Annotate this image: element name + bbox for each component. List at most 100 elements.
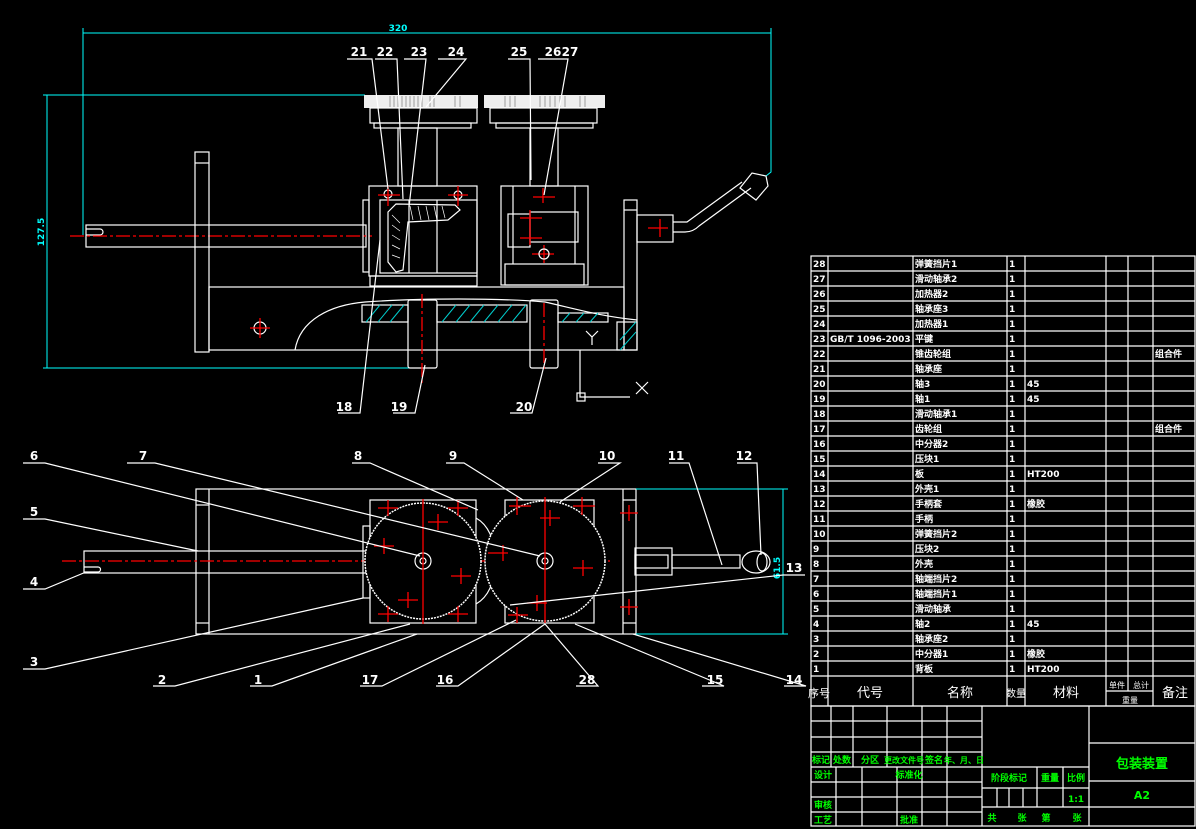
bom-cell-name: 轴1 <box>915 393 930 405</box>
callout-9: 9 <box>449 449 457 463</box>
sheets-label-2: 张 <box>1072 812 1082 824</box>
bom-cell-material: 45 <box>1027 380 1040 390</box>
bom-cell-qty: 1 <box>1009 320 1015 330</box>
bom-cell-name: 齿轮组 <box>915 423 942 435</box>
bom-row: 18 滑动轴承1 1 <box>811 408 1195 422</box>
bom-cell-qty: 1 <box>1009 440 1015 450</box>
header-unit-weight: 单件 <box>1109 680 1125 690</box>
bom-cell-qty: 1 <box>1009 635 1015 645</box>
callout-20: 20 <box>516 400 533 414</box>
header-qty: 数量 <box>1006 687 1026 700</box>
bom-cell-qty: 1 <box>1009 275 1015 285</box>
header-weight: 重量 <box>1122 695 1138 705</box>
standardization-label: 标准化 <box>894 769 922 781</box>
bom-cell-name: 轴承座 <box>915 363 942 375</box>
callout-24: 24 <box>448 45 465 59</box>
bom-cell-code: GB/T 1096-2003 <box>830 335 911 345</box>
bom-cell-qty: 1 <box>1009 575 1015 585</box>
bom-cell-material: 45 <box>1027 620 1040 630</box>
bom-cell-no: 10 <box>813 530 826 540</box>
bom-cell-no: 27 <box>813 275 826 285</box>
stage-mark-label: 阶段标记 <box>991 772 1027 784</box>
handle <box>671 554 741 569</box>
plate <box>194 151 210 353</box>
bom-cell-name: 加热器2 <box>914 288 948 300</box>
callout-7: 7 <box>139 449 147 463</box>
process-label: 工艺 <box>814 814 832 826</box>
bom-cell-name: 手柄 <box>915 513 933 525</box>
bom-cell-qty: 1 <box>1009 305 1015 315</box>
shaft-2 <box>83 550 367 574</box>
bom-cell-name: 背板 <box>915 663 934 675</box>
callout-2: 2 <box>158 673 166 687</box>
callout-23: 23 <box>411 45 428 59</box>
bom-cell-no: 13 <box>813 485 826 495</box>
dimension-320: 320 <box>82 24 772 235</box>
bom-cell-no: 6 <box>813 590 819 600</box>
bevel-gear <box>387 203 461 273</box>
callout-14: 14 <box>786 673 803 687</box>
bom-cell-qty: 1 <box>1009 365 1015 375</box>
handle-sleeve <box>741 550 771 574</box>
section-hatch <box>361 304 638 351</box>
bom-cell-qty: 1 <box>1009 455 1015 465</box>
bom-cell-no: 9 <box>813 545 819 555</box>
dimension-61-5: 61.5 <box>636 488 788 635</box>
callout-17: 17 <box>362 673 379 687</box>
bom-cell-material: 45 <box>1027 395 1040 405</box>
plan-leaders: 6 7 8 9 10 11 12 5 4 13 3 2 1 17 16 28 1… <box>23 449 807 687</box>
callout-19: 19 <box>391 400 408 414</box>
drawing-title: 包装装置 <box>1116 756 1168 772</box>
bom-cell-name: 轴端挡片2 <box>915 573 957 585</box>
bom-cell-qty: 1 <box>1009 530 1015 540</box>
handle-seat <box>634 547 673 576</box>
callout-12: 12 <box>736 449 753 463</box>
bom-cell-name: 加热器1 <box>914 318 948 330</box>
callout-27: 27 <box>562 45 579 59</box>
rev-count: 处数 <box>832 754 852 766</box>
bom-cell-qty: 1 <box>1009 665 1015 675</box>
bom-cell-no: 1 <box>813 665 819 675</box>
plan-view: 61.5 6 7 8 9 10 11 12 5 4 13 3 2 1 17 16… <box>23 449 807 687</box>
bom-cell-name: 中分器1 <box>915 648 948 660</box>
callout-15: 15 <box>707 673 724 687</box>
bom-cell-no: 23 <box>813 335 826 345</box>
bom-cell-no: 3 <box>813 635 819 645</box>
bom-cell-name: 弹簧挡片2 <box>915 528 957 540</box>
bom-cell-no: 5 <box>813 605 819 615</box>
sheet-format: A2 <box>1134 789 1150 802</box>
handle-seat <box>636 214 674 243</box>
elevation-view: 320 127.5 <box>37 24 772 414</box>
handle <box>673 181 752 233</box>
bom-cell-name: 滑动轴承1 <box>915 408 957 420</box>
bom-cell-qty: 1 <box>1009 605 1015 615</box>
scale-label: 比例 <box>1067 772 1085 784</box>
bom-cell-no: 14 <box>813 470 826 480</box>
bom-cell-qty: 1 <box>1009 500 1015 510</box>
rev-doc-no: 更改文件号 <box>884 755 924 765</box>
bom-cell-qty: 1 <box>1009 410 1015 420</box>
dimension-text: 320 <box>389 24 408 34</box>
rev-date: 年、月、日 <box>944 755 984 765</box>
callout-5: 5 <box>30 505 38 519</box>
header-note: 备注 <box>1162 685 1188 701</box>
callout-11: 11 <box>668 449 685 463</box>
bom-cell-qty: 1 <box>1009 515 1015 525</box>
bom-cell-no: 18 <box>813 410 826 420</box>
bom-cell-no: 25 <box>813 305 826 315</box>
weight-label: 重量 <box>1041 772 1059 784</box>
callout-26: 26 <box>545 45 562 59</box>
bom-cell-name: 手柄套 <box>915 498 943 510</box>
bom-cell-name: 轴端挡片1 <box>915 588 957 600</box>
bom-cell-qty: 1 <box>1009 290 1015 300</box>
